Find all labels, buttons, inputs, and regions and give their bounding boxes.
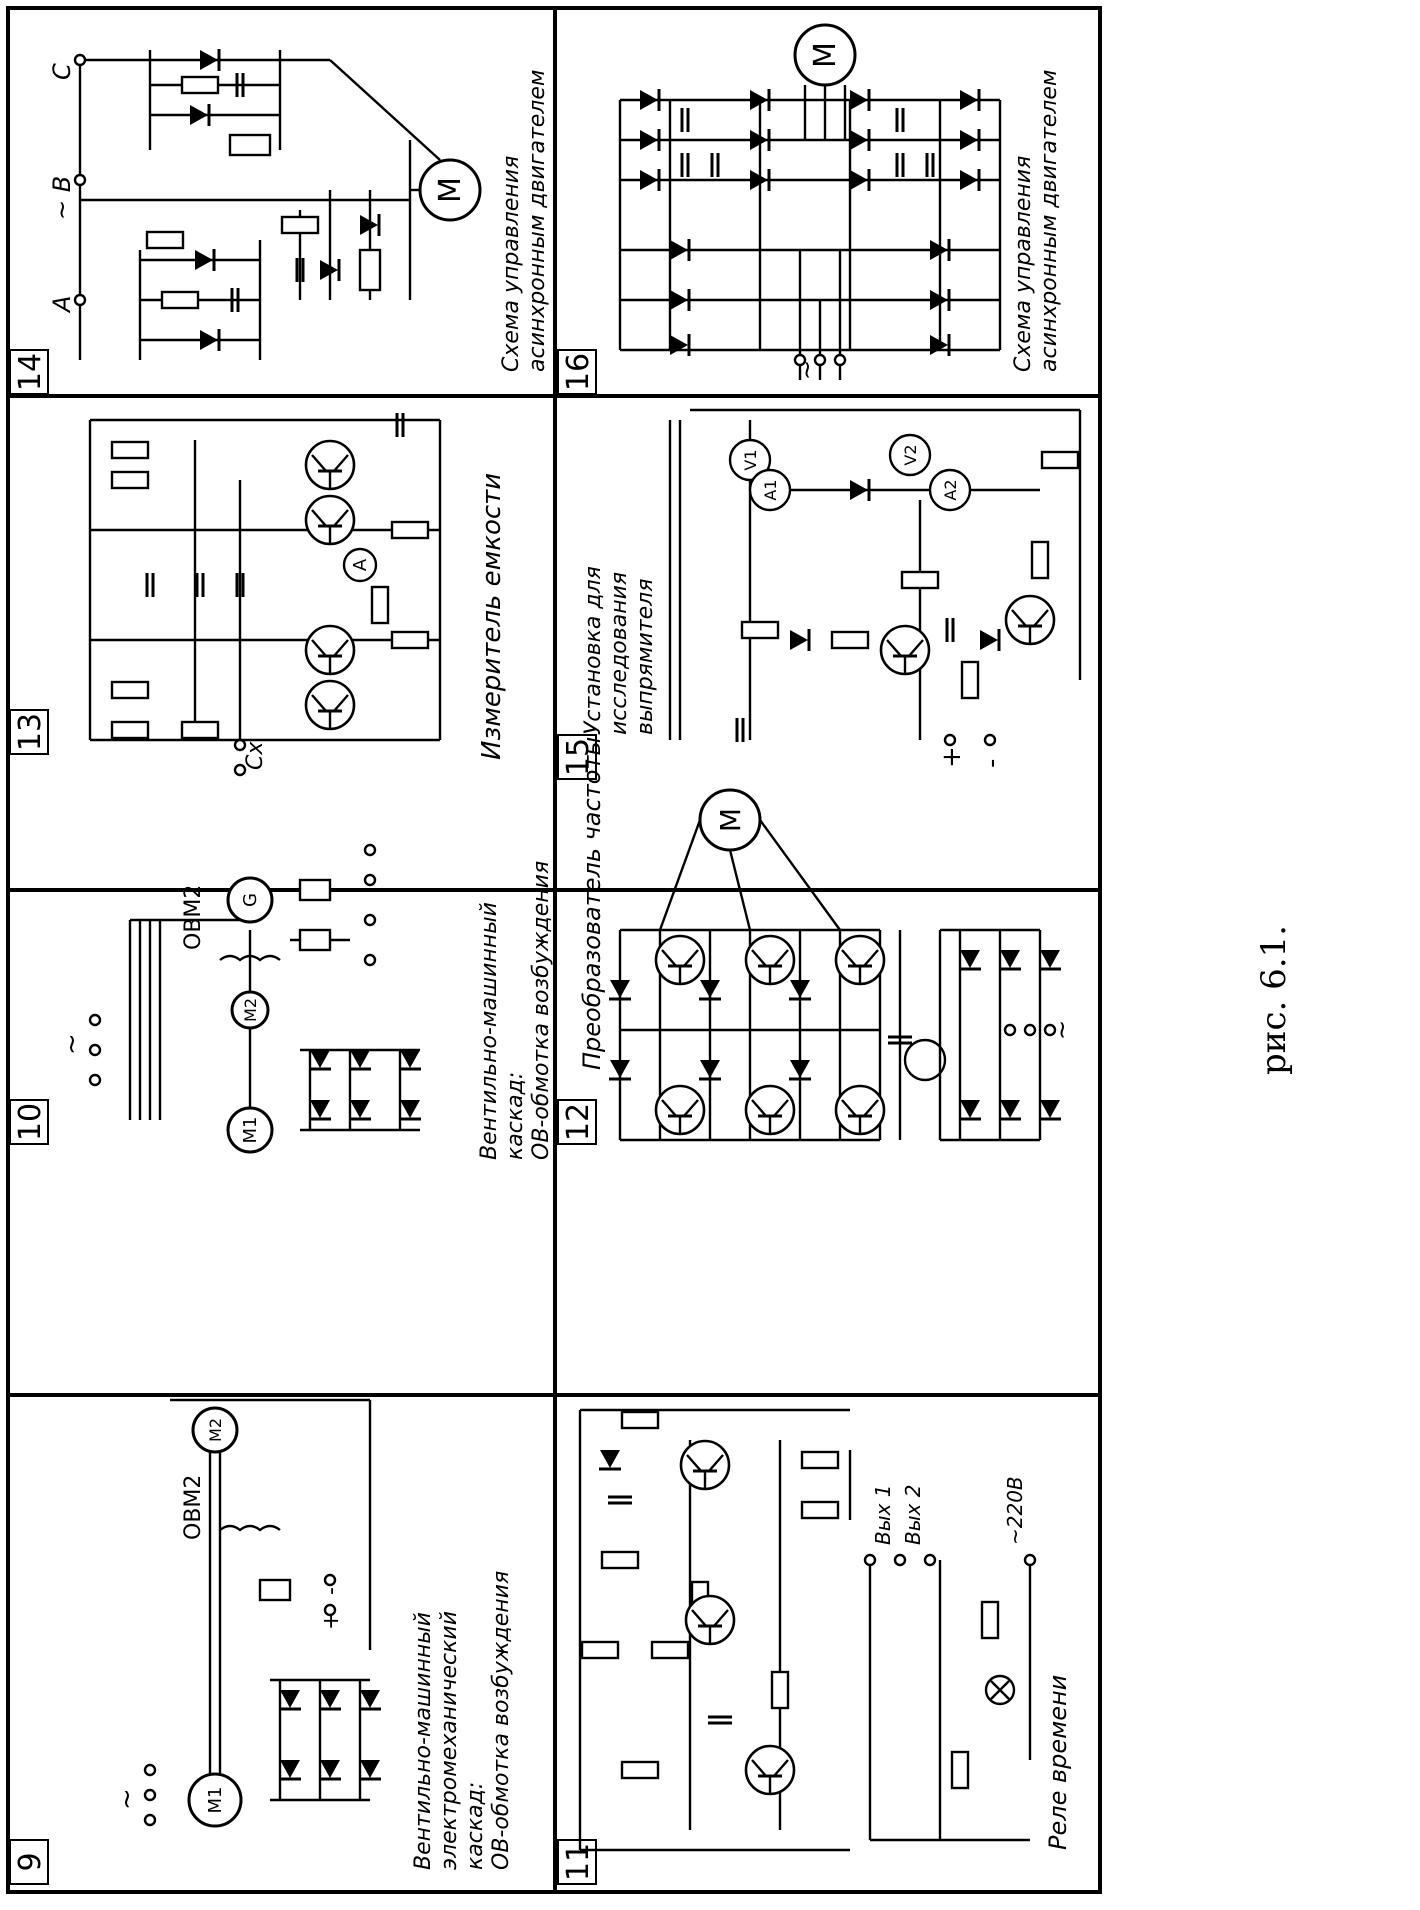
- panel-15-plus: +: [937, 746, 967, 768]
- panel-9: 9 Вентильно-машинный электромеханический…: [9, 1398, 514, 1885]
- panel-9-winding-label: ОВМ2: [181, 1475, 206, 1540]
- panel-12-schematic: ~ М: [607, 788, 1076, 1142]
- panel-16-number: 16: [561, 353, 596, 391]
- panel-16-caption: Схема управления асинхронным двигателем: [1011, 70, 1062, 373]
- panel-15: 15 Установка для исследования выпрямител…: [557, 408, 1082, 780]
- panel-13: 13 Измеритель емкости А: [9, 411, 507, 777]
- panel-10-gen-label: G: [240, 893, 261, 907]
- panel-14-phase-b: ~ В: [48, 176, 76, 220]
- panel-11-schematic: Вых 1 Вых 2 ~220В: [578, 1408, 1037, 1852]
- panel-9-m1-label: М1: [205, 1787, 226, 1814]
- panel-9-minus: -: [319, 1587, 344, 1595]
- panel-16-tilde: ~: [793, 360, 821, 380]
- panel-14: 14 Схема управления асинхронным двигател…: [9, 47, 550, 395]
- panel-10-m2-label: М2: [241, 998, 260, 1022]
- panel-11-caption: Реле времени: [1044, 1675, 1072, 1850]
- panel-16-caption-line-1: Схема управления: [1011, 156, 1036, 372]
- panel-15-caption-line-3: выпрямителя: [633, 579, 658, 735]
- panel-9-m2-label: М2: [206, 1418, 225, 1442]
- panel-12-motor-label: М: [714, 808, 747, 832]
- outer-frame: [6, 6, 1102, 1894]
- panel-12: 12 Преобразователь частоты: [557, 737, 1076, 1145]
- panel-11: 11 Реле времени: [557, 1408, 1072, 1885]
- panel-14-schematic: М А ~ В С: [48, 47, 482, 360]
- panel-11-number: 11: [561, 1843, 596, 1881]
- panel-14-motor-label: М: [433, 177, 468, 203]
- panel-16-schematic: М ~: [618, 23, 1002, 380]
- panel-14-caption: Схема управления асинхронным двигателем: [499, 70, 550, 373]
- panel-10: 10 Вентильно-машинный каскад: ОВ-обмотка…: [9, 843, 554, 1160]
- panel-14-caption-line-1: Схема управления: [499, 156, 524, 372]
- panel-14-number: 14: [13, 353, 48, 391]
- panel-9-schematic: М2 М1 ОВМ2 - + ~: [112, 1398, 383, 1828]
- panel-9-caption-line-4: ОВ-обмотка возбуждения: [489, 1571, 514, 1870]
- panel-10-m1-label: М1: [240, 1117, 261, 1144]
- panel-16-caption-line-2: асинхронным двигателем: [1037, 70, 1062, 373]
- panel-15-schematic: V1 A1 V2 A2 + -: [668, 408, 1082, 768]
- panel-14-phase-a: А: [48, 296, 76, 314]
- panel-9-caption: Вентильно-машинный электромеханический к…: [411, 1571, 514, 1870]
- panel-10-caption-line-3: ОВ-обмотка возбуждения: [529, 861, 554, 1160]
- panel-15-caption-line-2: исследования: [607, 572, 632, 735]
- panel-15-v1-label: V1: [741, 449, 760, 470]
- figure-caption: рис. 6.1.: [1254, 925, 1294, 1075]
- panel-13-caption: Измеритель емкости: [477, 473, 507, 760]
- panel-10-caption: Вентильно-машинный каскад: ОВ-обмотка во…: [477, 861, 554, 1160]
- panel-13-schematic: А Сх: [88, 411, 442, 777]
- panel-9-number: 9: [13, 1852, 48, 1871]
- panel-14-caption-line-2: асинхронным двигателем: [525, 70, 550, 373]
- panel-9-tilde: ~: [112, 1788, 142, 1810]
- panel-12-number: 12: [561, 1103, 596, 1141]
- panel-16-motor-label: М: [808, 42, 843, 68]
- panel-10-caption-line-2: каскад:: [503, 1072, 528, 1160]
- panel-15-a1-label: A1: [761, 479, 780, 500]
- panel-10-tilde: ~: [57, 1033, 87, 1055]
- panel-11-out1: Вых 1: [871, 1485, 895, 1545]
- panel-11-supply: ~220В: [1003, 1476, 1027, 1545]
- panel-9-plus: +: [319, 1612, 344, 1630]
- panel-9-caption-line-2: электромеханический: [437, 1611, 462, 1870]
- panel-13-cx-label: Сх: [243, 741, 268, 770]
- panel-15-v2-label: V2: [901, 444, 920, 465]
- panel-12-caption: Преобразователь частоты: [578, 737, 606, 1070]
- panel-15-a2-label: A2: [941, 479, 960, 500]
- panel-10-number: 10: [13, 1103, 48, 1141]
- panel-10-winding-label: ОВМ2: [181, 885, 206, 950]
- panel-11-out2: Вых 2: [901, 1485, 925, 1545]
- panel-15-caption-line-1: Установка для: [581, 566, 606, 735]
- panel-16: 16 Схема управления асинхронным двигател…: [557, 23, 1062, 395]
- panel-12-tilde: ~: [1048, 1020, 1076, 1040]
- panel-15-minus: -: [977, 759, 1007, 768]
- panel-10-schematic: G М1 М2 ОВМ2 ~: [57, 843, 423, 1154]
- panel-9-caption-line-3: каскад:: [463, 1782, 488, 1870]
- panel-13-number: 13: [13, 713, 48, 751]
- panel-15-number: 15: [561, 738, 596, 776]
- panel-9-caption-line-1: Вентильно-машинный: [411, 1612, 436, 1870]
- panel-10-caption-line-1: Вентильно-машинный: [477, 902, 502, 1160]
- panel-13-ammeter-label: А: [350, 558, 371, 571]
- panel-15-caption: Установка для исследования выпрямителя: [581, 566, 658, 735]
- panel-14-phase-c: С: [48, 63, 76, 80]
